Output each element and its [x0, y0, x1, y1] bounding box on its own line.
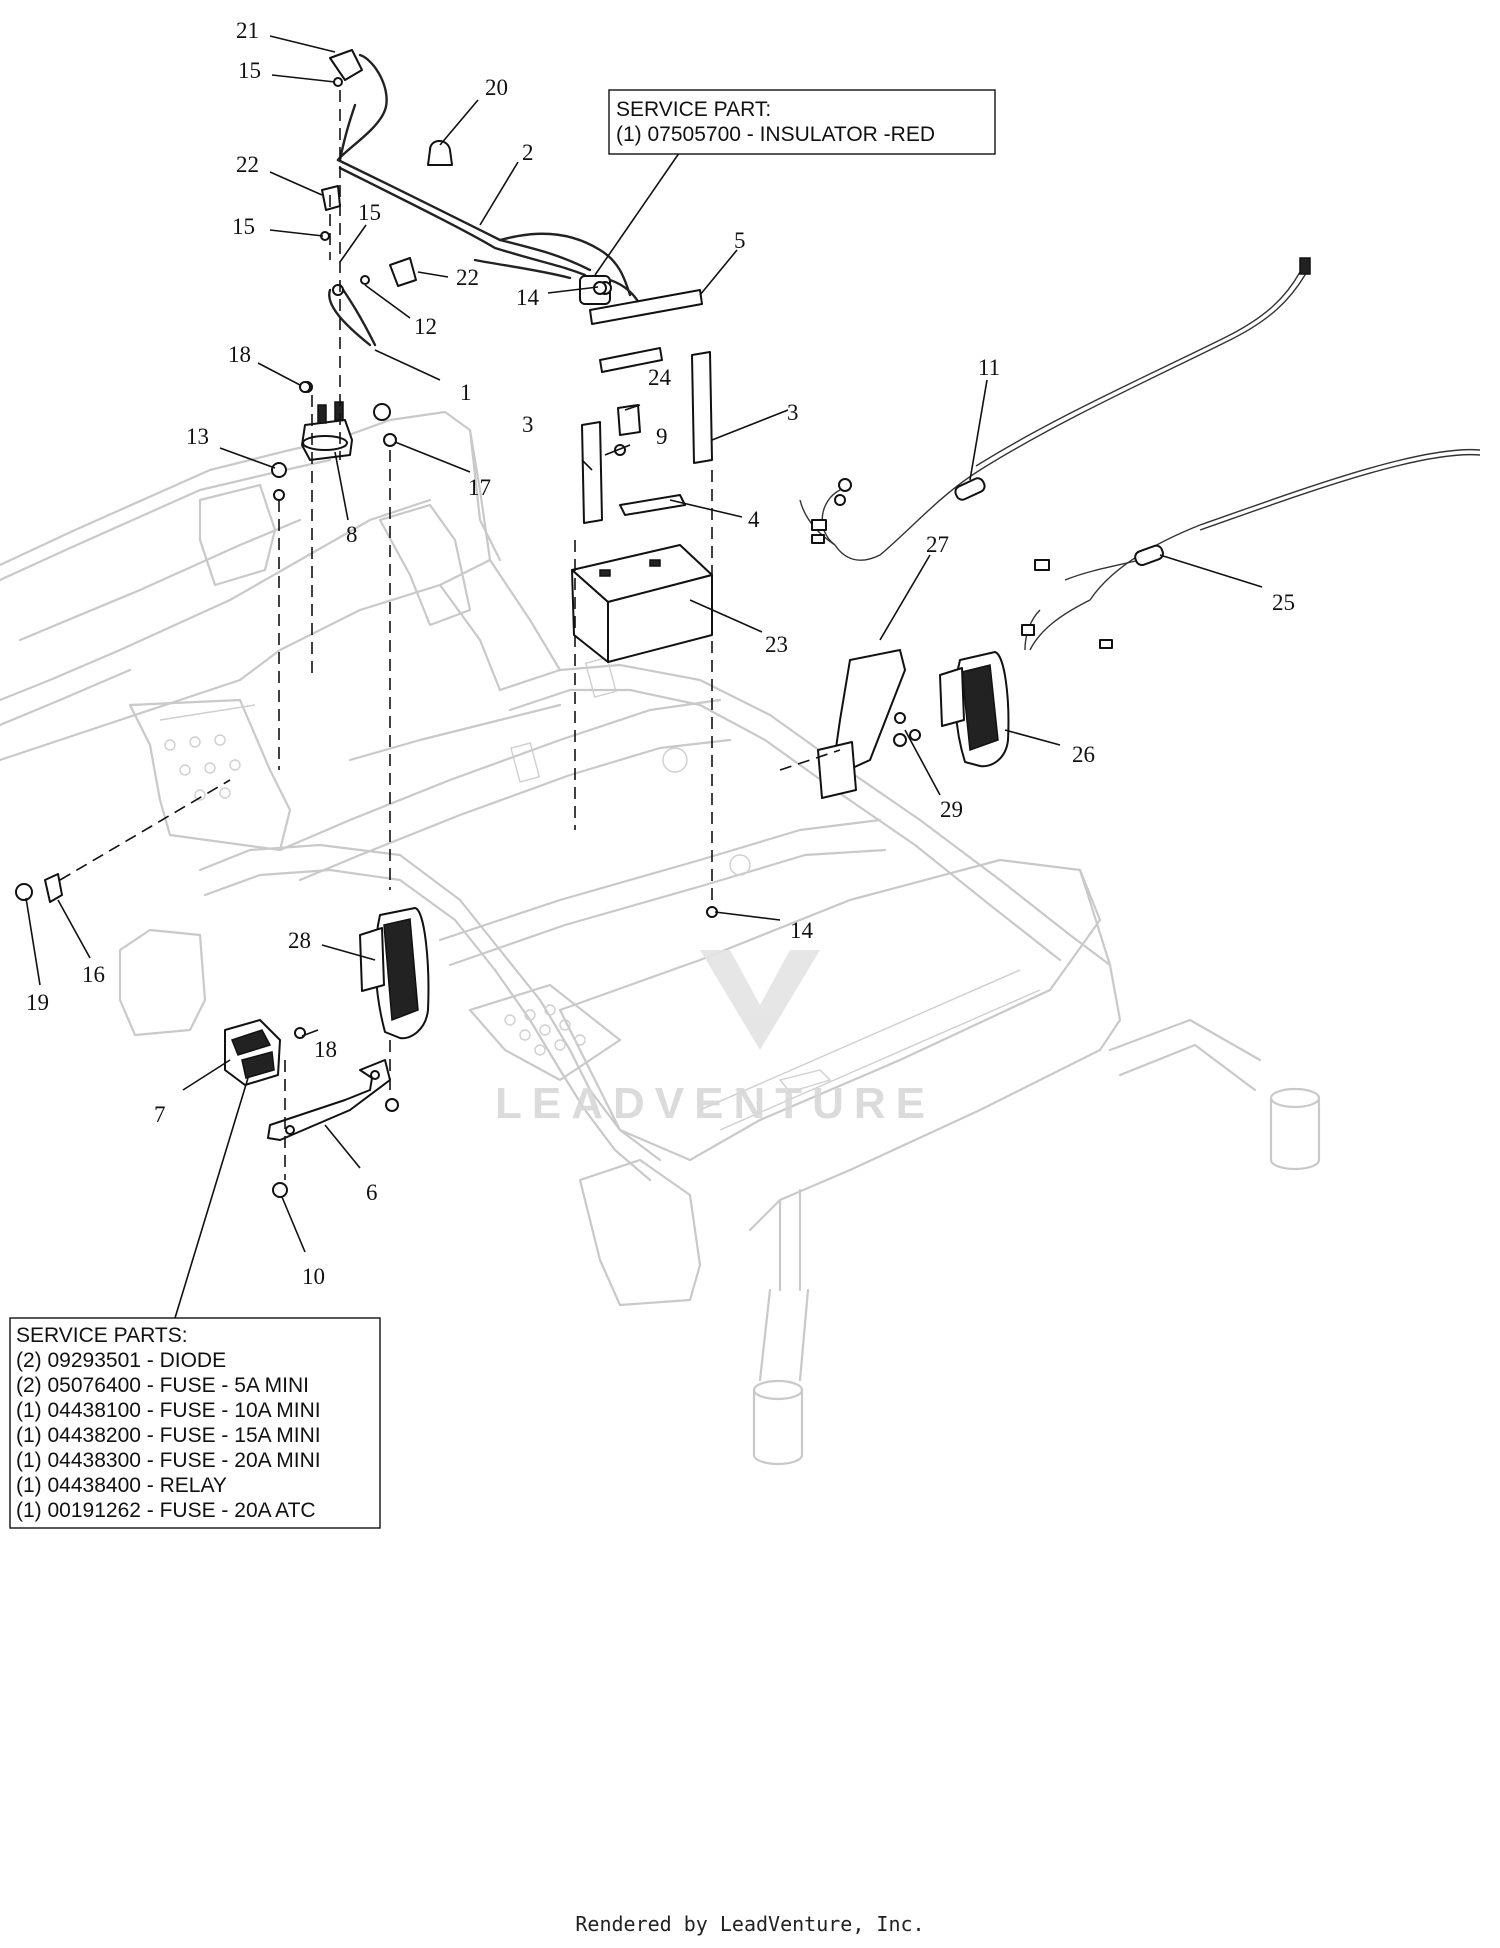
callout-17: 17	[468, 475, 491, 500]
service-parts-line-2: (2) 05076400 - FUSE - 5A MINI	[16, 1374, 309, 1397]
service-parts-line-0: SERVICE PARTS:	[16, 1324, 188, 1347]
work-light-26	[939, 651, 1010, 768]
callout-22: 22	[236, 152, 259, 177]
hold-down-bar-5	[589, 289, 703, 325]
watermark: LEADVENTURE	[495, 950, 935, 1128]
assembly-lines	[59, 90, 841, 1180]
watermark-text: LEADVENTURE	[495, 1079, 935, 1128]
callout-29: 29	[940, 797, 963, 822]
screw-18a	[299, 381, 311, 393]
leader-lines	[25, 35, 1263, 1319]
light-harness-25	[1021, 448, 1481, 651]
bolt-19	[15, 883, 33, 901]
callout-15: 15	[232, 214, 255, 239]
callout-12: 12	[414, 314, 437, 339]
service-parts-line-3: (1) 04438100 - FUSE - 10A MINI	[16, 1399, 321, 1422]
callout-14: 14	[790, 918, 814, 943]
callout-25: 25	[1272, 590, 1295, 615]
service-part-box: SERVICE PART: (1) 07505700 - INSULATOR -…	[608, 89, 996, 155]
callout-19: 19	[26, 990, 49, 1015]
service-part-line-0: SERVICE PART:	[616, 98, 771, 121]
callout-3: 3	[522, 412, 534, 437]
service-parts-line-6: (1) 04438400 - RELAY	[16, 1474, 227, 1497]
callout-13: 13	[186, 424, 209, 449]
callout-16: 16	[82, 962, 105, 987]
service-parts-line-7: (1) 00191262 - FUSE - 20A ATC	[16, 1499, 316, 1522]
callout-10: 10	[302, 1264, 325, 1289]
callout-11: 11	[978, 355, 1000, 380]
light-harness-11	[799, 257, 1311, 561]
callout-24: 24	[648, 365, 672, 390]
light-bracket-27	[817, 649, 921, 799]
washer-13	[271, 462, 287, 478]
battery-cable-harness	[320, 49, 642, 347]
starter-solenoid	[301, 381, 391, 461]
battery-pad-4	[619, 494, 686, 516]
work-light-28	[359, 907, 430, 1040]
footrest-holes	[504, 1004, 586, 1056]
bracket-24	[617, 404, 641, 436]
service-parts-line-1: (2) 09293501 - DIODE	[16, 1349, 226, 1372]
callout-23: 23	[765, 632, 788, 657]
callout-18: 18	[314, 1037, 337, 1062]
battery-bracket-3-right	[691, 351, 713, 464]
clamp-16	[44, 873, 63, 903]
fuse-block-7	[224, 1019, 281, 1086]
service-parts-line-5: (1) 04438300 - FUSE - 20A MINI	[16, 1449, 321, 1472]
callout-26: 26	[1072, 742, 1095, 767]
washer-17	[383, 433, 397, 447]
screw-29	[893, 733, 907, 747]
screw-10	[272, 1182, 288, 1198]
callout-3: 3	[787, 400, 799, 425]
battery-hold-down	[581, 281, 713, 524]
service-parts-line-4: (1) 04438200 - FUSE - 15A MINI	[16, 1424, 321, 1447]
callout-20: 20	[485, 75, 508, 100]
render-credit: Rendered by LeadVenture, Inc.	[575, 1912, 925, 1936]
mount-bracket-6	[267, 1059, 399, 1141]
callout-14: 14	[516, 285, 540, 310]
mower-frame	[0, 410, 1321, 1466]
callout-15: 15	[358, 200, 381, 225]
cable-clip	[427, 140, 453, 166]
callout-18: 18	[228, 342, 251, 367]
callout-2: 2	[522, 140, 534, 165]
callout-labels: 21 15 20 2 22 15 15 22 12 14 5 18 1 24 3…	[26, 18, 1295, 1289]
callout-22: 22	[456, 265, 479, 290]
callout-4: 4	[748, 507, 760, 532]
callout-21: 21	[236, 18, 259, 43]
battery-bracket-3-left	[581, 421, 603, 524]
callout-8: 8	[346, 522, 358, 547]
callout-1: 1	[460, 380, 472, 405]
service-parts-box: SERVICE PARTS: (2) 09293501 - DIODE (2) …	[9, 1317, 381, 1529]
callout-28: 28	[288, 928, 311, 953]
service-part-line-1: (1) 07505700 - INSULATOR -RED	[616, 123, 935, 146]
callout-6: 6	[366, 1180, 378, 1205]
callout-15: 15	[238, 58, 261, 83]
callout-9: 9	[656, 424, 668, 449]
callout-7: 7	[154, 1102, 166, 1127]
battery	[571, 544, 713, 663]
callout-27: 27	[926, 532, 949, 557]
screw-18b	[294, 1027, 306, 1039]
washer-13b	[273, 489, 285, 501]
callout-5: 5	[734, 228, 746, 253]
